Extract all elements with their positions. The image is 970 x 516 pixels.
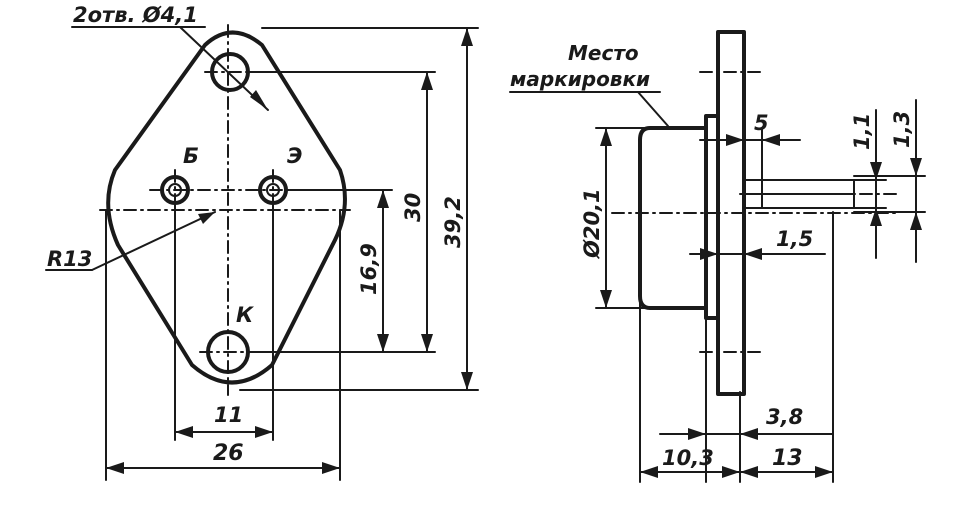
marking-leader (637, 91, 669, 127)
dim-d-label: Ø20,1 (580, 188, 604, 259)
dim-13-label: 13 (772, 446, 803, 471)
pin-b-label: Б (183, 144, 199, 168)
dim-39-2-label: 39,2 (441, 196, 465, 248)
dim-1-3-label: 1,3 (890, 111, 914, 148)
dim-13-arrow-left (740, 466, 758, 478)
dim-1-1-arrow-top (870, 162, 882, 180)
dim-39-2-arrow-top (461, 28, 473, 46)
marking-label-line2: маркировки (510, 67, 650, 91)
side-view: Место маркировки Ø20,1 5 1,1 1,3 (509, 30, 926, 483)
radius-leader (91, 211, 216, 271)
dim-10-3-label: 10,3 (662, 446, 714, 470)
dim-1-3-arrow-bottom (910, 212, 922, 230)
dim-d-arrow-top (600, 128, 612, 146)
dim-5-arrow-right (762, 134, 780, 146)
dim-11-arrow-left (175, 426, 193, 438)
dim-30-label: 30 (401, 193, 425, 222)
dim-10-3-arrow-left (640, 466, 658, 478)
mounting-hole-top (210, 52, 250, 92)
dim-3-8-label: 3,8 (766, 405, 803, 429)
dim-5-arrow-left (726, 134, 744, 146)
marking-label-line1: Место (568, 41, 639, 65)
flange-outline (106, 30, 347, 385)
dim-11-arrow-right (255, 426, 273, 438)
dim-39-2-arrow-bottom (461, 372, 473, 390)
dim-26-arrow-left (106, 462, 124, 474)
dim-1-3-arrow-top (910, 158, 922, 176)
dim-26-arrow-right (322, 462, 340, 474)
dim-30-arrow-bottom (421, 334, 433, 352)
dim-1-1-label: 1,1 (850, 113, 874, 150)
pin-e-outer (258, 175, 288, 205)
holes-note-arrow (250, 90, 268, 110)
dim-26-label: 26 (213, 441, 244, 466)
dim-16-9-arrow-bottom (377, 334, 389, 352)
body-step (704, 114, 720, 320)
body-cap (638, 126, 708, 310)
radius-label: R13 (47, 247, 92, 271)
dim-1-5-arrow-right (744, 248, 762, 260)
dim-16-9-label: 16,9 (357, 243, 381, 295)
pin-b-outer (160, 175, 190, 205)
dim-1-5-arrow-left (700, 248, 718, 260)
dim-1-1-arrow-bottom (870, 208, 882, 226)
dim-3-8-arrow-right (740, 428, 758, 440)
pin-e-label: Э (287, 144, 302, 168)
pin-b-inner (168, 183, 182, 197)
dim-13-arrow-right (815, 466, 833, 478)
dim-3-8-arrow-left (688, 428, 706, 440)
pin-k-label: К (236, 303, 254, 327)
dim-1-5-label: 1,5 (776, 227, 813, 251)
dim-16-9-arrow-top (377, 190, 389, 208)
radius-arrow (198, 212, 215, 224)
dim-30-arrow-top (421, 72, 433, 90)
dim-d-arrow-bottom (600, 290, 612, 308)
dim-5-label: 5 (754, 111, 769, 135)
front-view: 2отв. Ø4,1 R13 Б Э К 11 26 16,9 (45, 3, 479, 481)
dim-10-3-arrow-right (722, 466, 740, 478)
holes-note: 2отв. Ø4,1 (73, 3, 198, 27)
dim-11-label: 11 (214, 403, 243, 427)
pin-e-inner (266, 183, 280, 197)
mounting-hole-bottom (206, 330, 250, 374)
